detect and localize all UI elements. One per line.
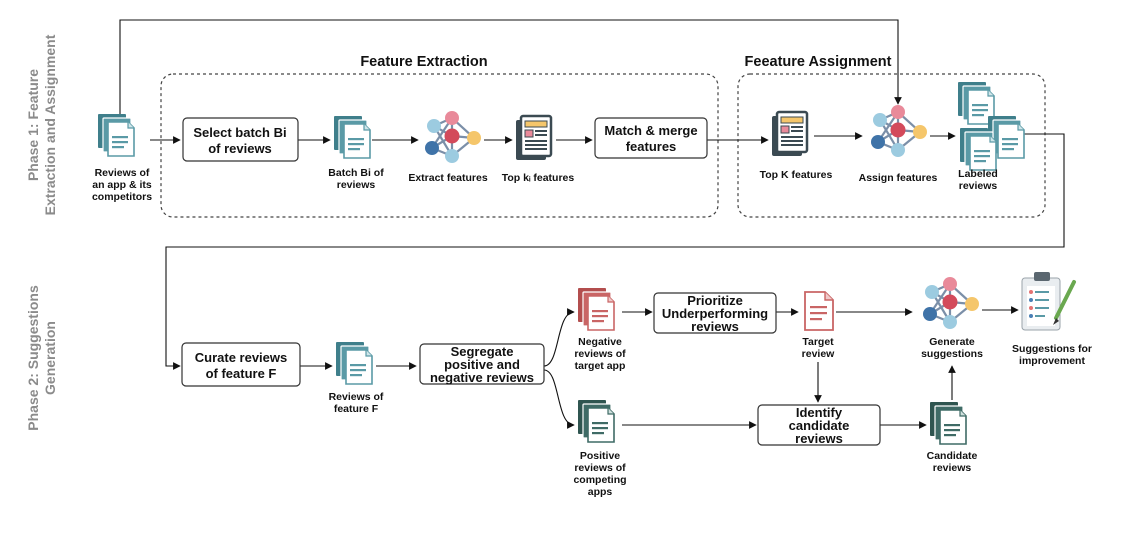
- identify-line2: candidate: [789, 418, 850, 433]
- phase1-label: Phase 1: Feature Extraction and Assignme…: [25, 34, 58, 215]
- neural-network-icon: [921, 275, 981, 331]
- neural-network-icon: [423, 109, 483, 165]
- top-ki-node: Top kᵢ features: [502, 114, 575, 184]
- reviews-feature-label-2: feature F: [334, 403, 379, 415]
- reviews-app-label-1: Reviews of: [95, 167, 150, 179]
- positive-reviews-label-4: apps: [588, 486, 613, 498]
- extract-features-label: Extract features: [408, 172, 488, 184]
- batch-bi-label-1: Batch Bi of: [328, 167, 384, 179]
- curate-line2: of feature F: [206, 366, 277, 381]
- document-stack-icon: [335, 341, 373, 385]
- document-stack-icon: [577, 287, 615, 331]
- candidate-reviews-label-1: Candidate: [927, 450, 978, 462]
- target-review-node: Target review: [802, 291, 836, 360]
- assign-features-label: Assign features: [859, 172, 938, 184]
- suggestions-label-1: Suggestions for: [1012, 343, 1092, 355]
- negative-reviews-label-2: reviews of: [574, 348, 626, 360]
- top-ki-label: Top kᵢ features: [502, 172, 575, 184]
- document-stack-icon: [333, 115, 371, 159]
- positive-reviews-label-2: reviews of: [574, 462, 626, 474]
- select-batch-line1: Select batch Bi: [193, 125, 286, 140]
- batch-bi-label-2: reviews: [337, 179, 376, 191]
- document-stack-icon: [929, 401, 967, 445]
- document-icon: [804, 291, 834, 331]
- document-stack-icon: [577, 399, 615, 443]
- select-batch-line2: of reviews: [208, 141, 272, 156]
- match-merge-box: Match & merge features: [594, 117, 708, 159]
- prioritize-box: Prioritize Underperforming reviews: [653, 292, 777, 334]
- generate-suggestions-label-2: suggestions: [921, 348, 983, 360]
- reviews-feature-label-1: Reviews of: [329, 391, 384, 403]
- identify-line3: reviews: [795, 431, 843, 446]
- document-stack-icon: [97, 113, 135, 157]
- negative-reviews-label-3: target app: [575, 360, 626, 372]
- phase2-line2: Generation: [42, 321, 58, 395]
- target-review-label-2: review: [802, 348, 836, 360]
- feature-list-icon: [770, 110, 809, 158]
- generate-suggestions-node: Generate suggestions: [921, 275, 983, 360]
- prioritize-line3: reviews: [691, 319, 739, 334]
- phase2-label: Phase 2: Suggestions Generation: [25, 285, 58, 431]
- segregate-line2: positive and: [444, 357, 520, 372]
- feature-assignment-header: Feeature Assignment: [745, 54, 892, 70]
- generate-suggestions-label-1: Generate: [929, 336, 975, 348]
- positive-reviews-node: Positive reviews of competing apps: [573, 399, 627, 498]
- reviews-app-label-2: an app & its: [92, 179, 152, 191]
- candidate-reviews-node: Candidate reviews: [927, 401, 978, 474]
- positive-reviews-label-1: Positive: [580, 450, 620, 462]
- prioritize-line2: Underperforming: [662, 306, 768, 321]
- labeled-reviews-label-2: reviews: [959, 180, 998, 192]
- curate-line1: Curate reviews: [195, 350, 288, 365]
- suggestions-label-2: improvement: [1019, 355, 1085, 367]
- reviews-app-node: Reviews of an app & its competitors: [92, 113, 152, 203]
- feature-extraction-group: [160, 73, 719, 218]
- phase2-line1: Phase 2: Suggestions: [25, 285, 41, 431]
- document-stack-icon: [959, 127, 997, 171]
- identify-box: Identify candidate reviews: [757, 404, 881, 446]
- segregate-box: Segregate positive and negative reviews: [419, 343, 545, 385]
- identify-line1: Identify: [796, 405, 843, 420]
- phase1-line2: Extraction and Assignment: [42, 34, 58, 215]
- phase1-line1: Phase 1: Feature: [25, 69, 41, 181]
- connectors: [119, 19, 1065, 429]
- suggestions-improvement-node: Suggestions for improvement: [1012, 272, 1092, 367]
- feature-assignment-group: [737, 73, 1046, 218]
- labeled-reviews-node: Labeled reviews: [957, 81, 1025, 192]
- top-k-node: Top K features: [760, 110, 833, 181]
- labeled-reviews-label-1: Labeled: [958, 168, 998, 180]
- negative-reviews-label-1: Negative: [578, 336, 622, 348]
- assign-features-node: Assign features: [859, 103, 938, 184]
- select-batch-box: Select batch Bi of reviews: [182, 117, 299, 162]
- segregate-line3: negative reviews: [430, 370, 534, 385]
- match-merge-line1: Match & merge: [604, 123, 697, 138]
- curate-box: Curate reviews of feature F: [181, 342, 301, 387]
- prioritize-line1: Prioritize: [687, 293, 743, 308]
- positive-reviews-label-3: competing: [573, 474, 626, 486]
- target-review-label-1: Target: [802, 336, 834, 348]
- extract-features-node: Extract features: [408, 109, 488, 184]
- batch-bi-node: Batch Bi of reviews: [328, 115, 384, 191]
- reviews-feature-node: Reviews of feature F: [329, 341, 384, 415]
- match-merge-line2: features: [626, 139, 677, 154]
- negative-reviews-node: Negative reviews of target app: [574, 287, 626, 372]
- top-k-label: Top K features: [760, 169, 833, 181]
- segregate-line1: Segregate: [451, 344, 514, 359]
- feature-extraction-header: Feature Extraction: [360, 54, 487, 70]
- feature-list-icon: [514, 114, 553, 162]
- clipboard-checklist-icon: [1021, 272, 1076, 331]
- neural-network-icon: [869, 103, 929, 159]
- candidate-reviews-label-2: reviews: [933, 462, 972, 474]
- reviews-app-label-3: competitors: [92, 191, 152, 203]
